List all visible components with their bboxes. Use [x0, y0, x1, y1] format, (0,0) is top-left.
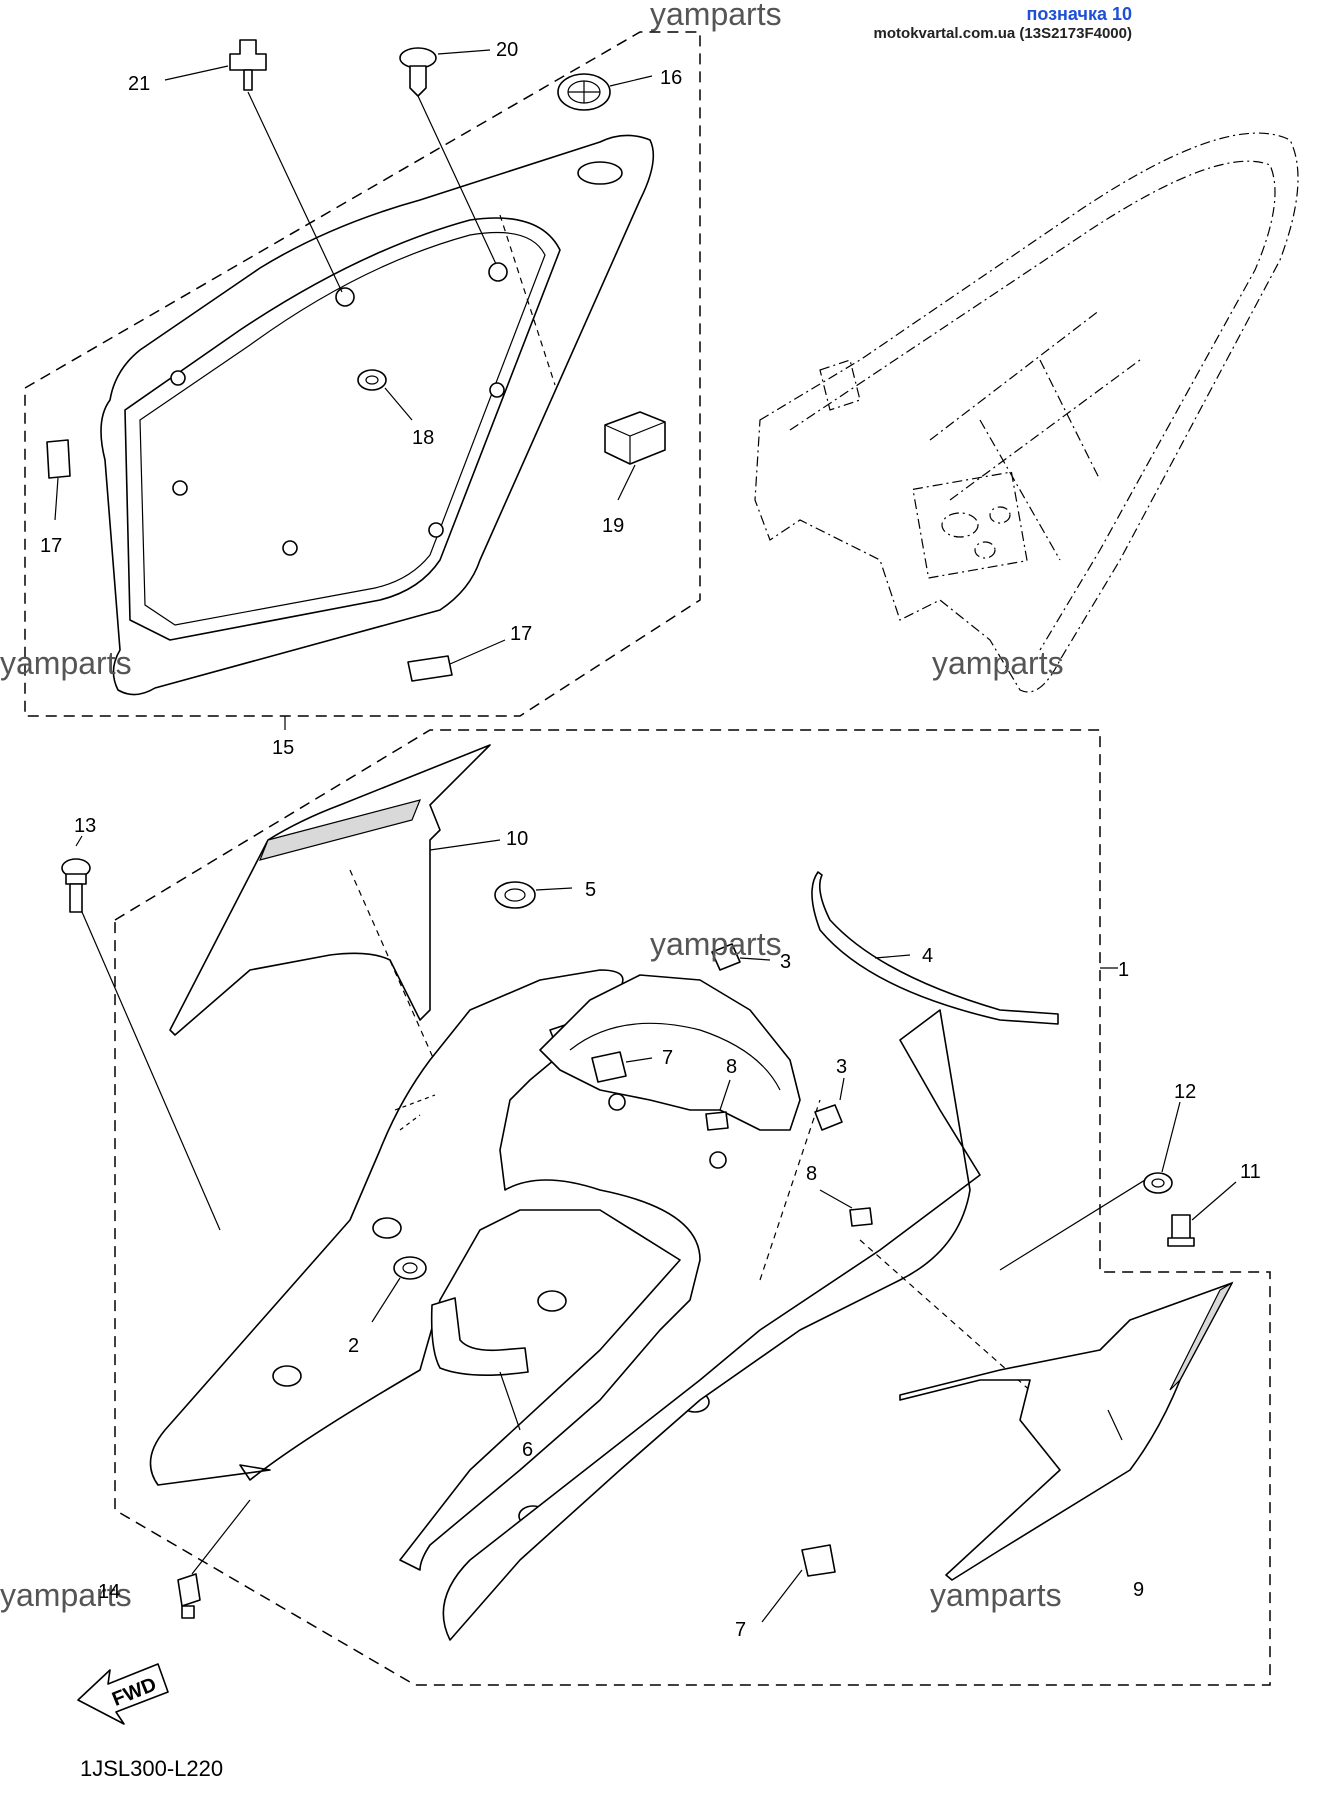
callout-10: 10 — [506, 828, 528, 850]
group-15-boundary — [24, 31, 701, 717]
damper-8-lower — [819, 1189, 873, 1227]
damper-17-bottom — [407, 639, 506, 682]
cowl-panel-10 — [169, 744, 501, 1131]
washer-12 — [1143, 1101, 1181, 1194]
cap-16 — [557, 73, 653, 111]
callout-5: 5 — [585, 879, 596, 901]
callout-21: 21 — [128, 73, 150, 95]
callout-12: 12 — [1174, 1081, 1196, 1103]
callout-3: 3 — [780, 951, 791, 973]
grommet-5 — [494, 881, 573, 909]
callout-14: 14 — [98, 1581, 120, 1603]
cowl-piece-9 — [899, 1281, 1234, 1581]
strip-4 — [811, 871, 1059, 1025]
callout-13: 13 — [74, 815, 96, 837]
callout-1: 1 — [1118, 959, 1129, 981]
rivet-14 — [177, 1499, 251, 1619]
watermark: yamparts — [0, 1577, 132, 1613]
callout-9: 9 — [1133, 1579, 1144, 1601]
watermark: yamparts — [930, 1577, 1062, 1613]
callout-6: 6 — [522, 1439, 533, 1461]
nut-3-lower — [814, 1077, 845, 1131]
bolt-21 — [164, 39, 343, 293]
damper-8-upper — [705, 1079, 731, 1131]
callout-2: 2 — [348, 1335, 359, 1357]
inner-panel — [539, 974, 801, 1169]
diagram-code: 1JSL300-L220 — [80, 1756, 224, 1781]
phantom-seat-frame — [754, 132, 1299, 693]
callout-18: 18 — [412, 427, 434, 449]
callout-8: 8 — [726, 1056, 737, 1078]
fwd-arrow-icon: FWD — [77, 1663, 169, 1725]
watermark: yamparts — [932, 645, 1064, 681]
watermark: yamparts — [0, 645, 132, 681]
callout-20: 20 — [496, 39, 518, 61]
callout-19: 19 — [602, 515, 624, 537]
callout-15: 15 — [272, 737, 294, 759]
damper-7-upper — [591, 1051, 653, 1083]
callout-4: 4 — [922, 945, 933, 967]
callout-16: 16 — [660, 67, 682, 89]
tail-cover-part — [100, 134, 655, 696]
damper-19 — [604, 411, 666, 501]
callout-17: 17 — [510, 623, 532, 645]
callout-8: 8 — [806, 1163, 817, 1185]
nut-3-upper — [711, 943, 771, 971]
header-title: позначка 10 — [1026, 4, 1132, 24]
damper-6 — [430, 1297, 529, 1431]
callout-7: 7 — [662, 1047, 673, 1069]
rivet-20 — [399, 47, 497, 265]
callout-3: 3 — [836, 1056, 847, 1078]
grommet-2 — [371, 1256, 427, 1323]
watermark: yamparts — [650, 0, 782, 32]
bolt-13 — [61, 835, 221, 1231]
header-site: motokvartal.com.ua (13S2173F4000) — [873, 25, 1132, 42]
grommet-18 — [357, 369, 413, 421]
callout-17: 17 — [40, 535, 62, 557]
callout-7: 7 — [735, 1619, 746, 1641]
screw-11 — [999, 1179, 1237, 1271]
group-1-boundary — [114, 729, 1271, 1686]
watermark: yamparts — [650, 926, 782, 962]
damper-7-lower — [761, 1544, 836, 1623]
damper-17-left — [46, 439, 71, 521]
callout-11: 11 — [1240, 1161, 1261, 1183]
